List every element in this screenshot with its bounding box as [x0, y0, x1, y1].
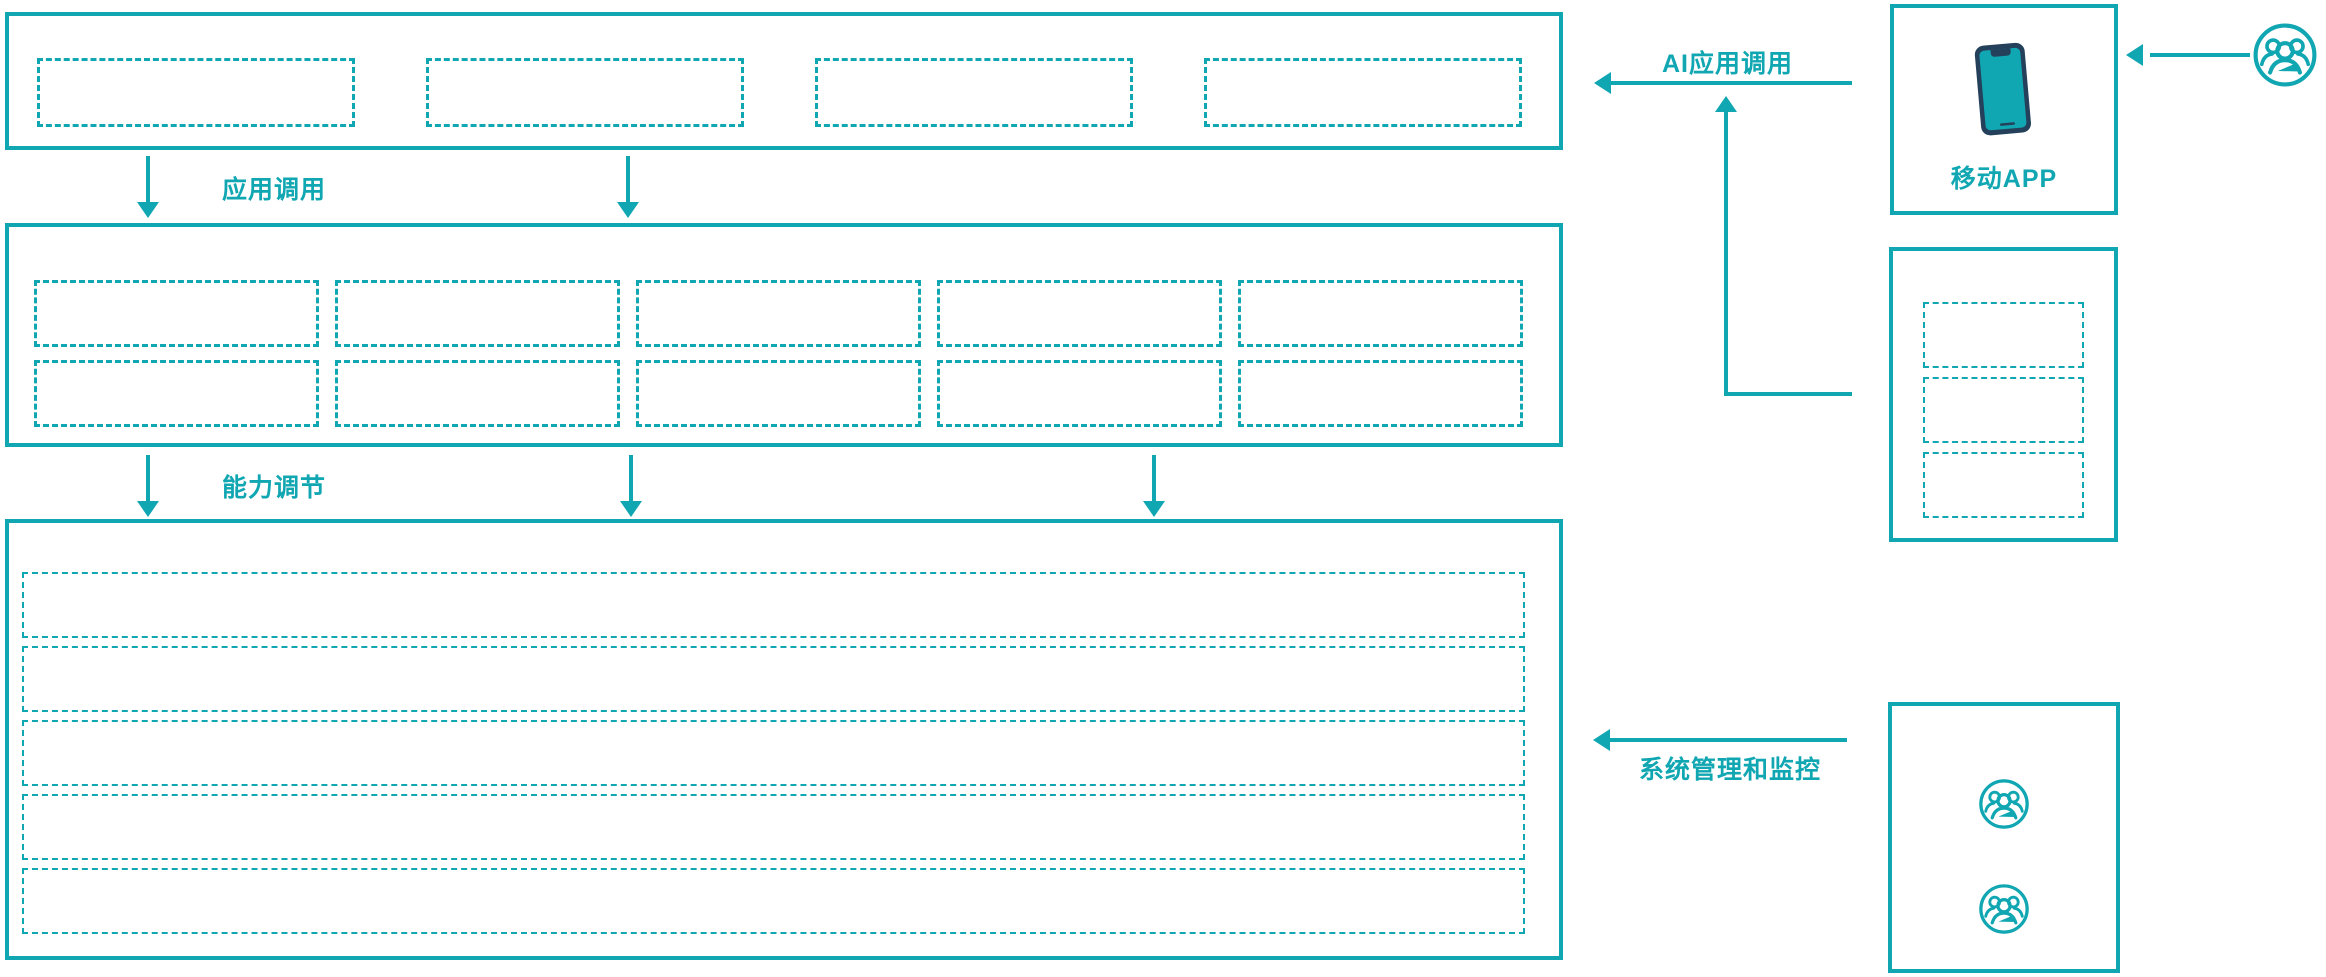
- left-arrow-line: [1610, 81, 1852, 85]
- end-user-icon-slot: [2252, 22, 2318, 88]
- placeholder-row: [22, 794, 1525, 860]
- placeholder-box: [34, 280, 319, 347]
- down-arrow-icon: [617, 202, 639, 218]
- base-placeholders: [22, 572, 1525, 934]
- down-arrow-icon: [1143, 501, 1165, 517]
- flow-label-ai-call: AI应用调用: [1661, 50, 1793, 78]
- placeholder-box: [34, 360, 319, 427]
- flow-label-app-call: 应用调用: [222, 176, 327, 204]
- down-arrow-icon: [137, 501, 159, 517]
- placeholder-box: [636, 360, 921, 427]
- left-arrow-icon: [2126, 44, 2143, 66]
- placeholder-box: [335, 280, 620, 347]
- down-arrow-line: [146, 455, 150, 501]
- down-arrow-line: [146, 156, 150, 202]
- admin-user-icons: [1892, 778, 2116, 940]
- mobile-app-label: 移动APP: [1950, 165, 2058, 193]
- down-arrow-icon: [620, 501, 642, 517]
- placeholder-box: [937, 360, 1222, 427]
- down-arrow-line: [626, 156, 630, 202]
- down-arrow-icon: [137, 202, 159, 218]
- placeholder-row: [22, 868, 1525, 934]
- up-arrow-icon: [1715, 96, 1737, 112]
- left-arrow-line: [1610, 738, 1847, 742]
- admin-user-icon-slot: [1978, 883, 2030, 940]
- flow-label-capability: 能力调节: [222, 474, 327, 502]
- placeholder-box: [1238, 360, 1523, 427]
- placeholder-box: [37, 58, 355, 127]
- placeholder-row: [22, 572, 1525, 638]
- admin-box: [1888, 702, 2120, 973]
- placeholder-box: [937, 280, 1222, 347]
- application-placeholders: [37, 58, 1522, 127]
- flow-label-system-admin: 系统管理和监控: [1638, 756, 1821, 784]
- users-icon: [1979, 884, 2029, 934]
- left-arrow-line: [2150, 53, 2250, 57]
- placeholder-box: [1923, 377, 2084, 443]
- down-arrow-line: [1152, 455, 1156, 501]
- application-layer-box: [5, 12, 1563, 150]
- users-icon: [1979, 779, 2029, 829]
- placeholder-box: [1204, 58, 1522, 127]
- base-layer-box: [5, 519, 1563, 960]
- capability-layer-box: [5, 223, 1563, 447]
- placeholder-row: [22, 646, 1525, 712]
- mobile-app-box: 移动APP: [1890, 4, 2118, 215]
- placeholder-box: [636, 280, 921, 347]
- capability-placeholders: [34, 280, 1523, 427]
- placeholder-box: [1923, 452, 2084, 518]
- placeholder-box: [815, 58, 1133, 127]
- admin-user-icon-slot: [1978, 778, 2030, 835]
- down-arrow-line: [629, 455, 633, 501]
- smartphone-icon: [1974, 42, 2031, 136]
- connector-horizontal-line: [1724, 392, 1852, 396]
- placeholder-box: [335, 360, 620, 427]
- placeholder-box: [1238, 280, 1523, 347]
- placeholder-row: [22, 720, 1525, 786]
- gateway-box: [1889, 247, 2118, 542]
- placeholder-box: [426, 58, 744, 127]
- gateway-placeholders: [1923, 302, 2084, 518]
- connector-vertical-line: [1724, 112, 1728, 396]
- users-icon: [2253, 23, 2317, 87]
- placeholder-box: [1923, 302, 2084, 368]
- left-arrow-icon: [1593, 729, 1610, 751]
- left-arrow-icon: [1594, 72, 1611, 94]
